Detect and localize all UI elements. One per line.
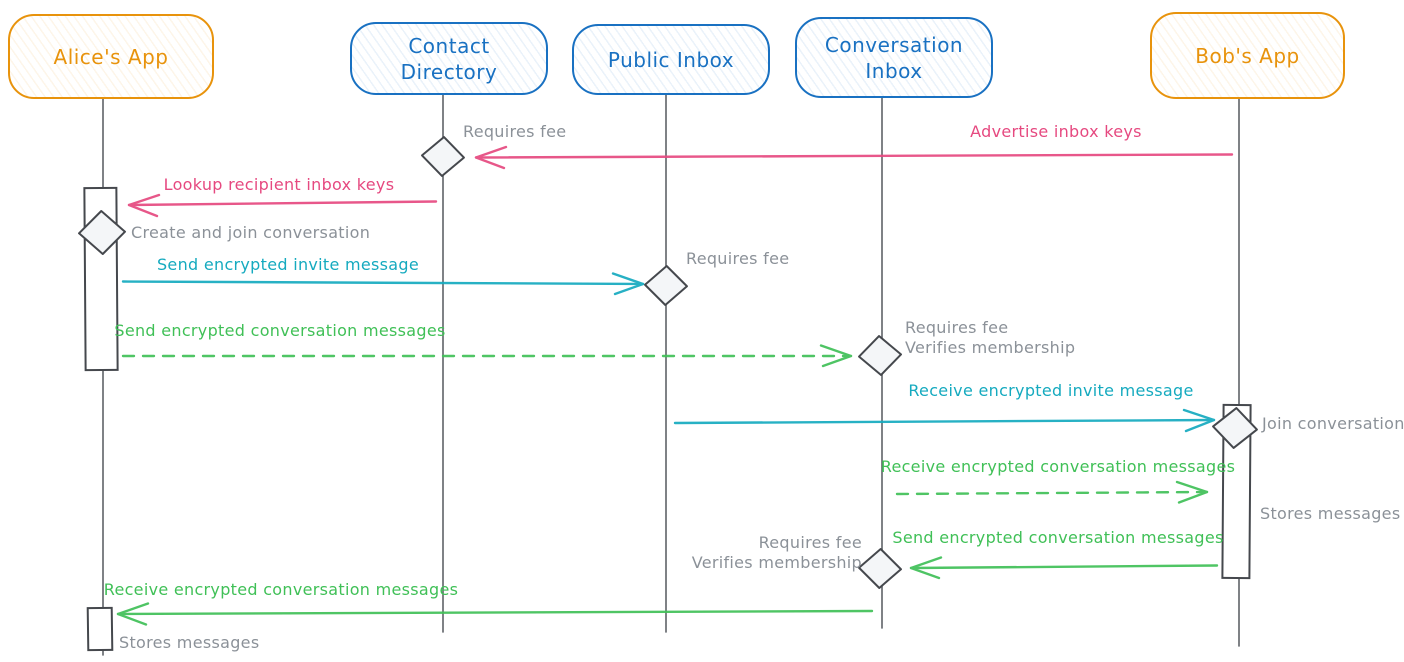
note-verifies-membership-conversation-inbox-bottom: Verifies membership bbox=[691, 553, 862, 572]
actor-contact-directory-label: Contact Directory bbox=[400, 33, 498, 84]
message-label-receive-encrypted-invite-message: Receive encrypted invite message bbox=[908, 381, 1194, 400]
note-verifies-membership-conversation-inbox-top: Verifies membership bbox=[905, 338, 1076, 357]
gate-diamond-contact-directory bbox=[421, 136, 465, 177]
gate-diamond-public-inbox bbox=[643, 265, 688, 306]
actor-alice-app-label: Alice's App bbox=[53, 44, 169, 69]
arrow-receive-encrypted-conversation-messages-bob bbox=[895, 480, 1209, 504]
message-label-receive-encrypted-conversation-messages-2: Receive encrypted conversation messages bbox=[103, 580, 459, 599]
actor-public-inbox-label: Public Inbox bbox=[607, 47, 735, 72]
arrow-advertise-inbox-keys bbox=[474, 145, 1234, 170]
message-label-lookup-recipient-inbox-keys: Lookup recipient inbox keys bbox=[163, 175, 395, 194]
actor-conversation-inbox-label: Conversation Inbox bbox=[824, 32, 964, 83]
actor-public-inbox[interactable]: Public Inbox bbox=[572, 24, 770, 95]
note-requires-fee-contact-directory: Requires fee bbox=[463, 122, 567, 141]
gate-diamond-conversation-inbox-top bbox=[858, 335, 902, 376]
arrow-lookup-recipient-inbox-keys bbox=[127, 193, 438, 218]
arrow-receive-encrypted-conversation-messages-alice bbox=[116, 602, 874, 626]
message-label-advertise-inbox-keys: Advertise inbox keys bbox=[970, 122, 1142, 141]
actor-alice-app[interactable]: Alice's App bbox=[8, 14, 214, 99]
note-requires-fee-public-inbox: Requires fee bbox=[686, 249, 790, 268]
note-join-conversation: Join conversation bbox=[1262, 414, 1404, 433]
note-requires-fee-conversation-inbox-top: Requires fee bbox=[905, 318, 1009, 337]
note-stores-messages-bob: Stores messages bbox=[1260, 504, 1401, 523]
note-stores-messages-alice: Stores messages bbox=[119, 633, 260, 652]
message-label-send-encrypted-conversation-messages-2: Send encrypted conversation messages bbox=[892, 528, 1224, 547]
arrow-send-encrypted-conversation-messages-bob bbox=[909, 556, 1219, 580]
actor-bobs-app[interactable]: Bob's App bbox=[1150, 12, 1345, 99]
arrow-receive-encrypted-invite-message bbox=[673, 408, 1216, 433]
actor-conversation-inbox[interactable]: Conversation Inbox bbox=[795, 17, 993, 98]
gate-diamond-alice-create bbox=[78, 210, 127, 255]
note-create-and-join-conversation: Create and join conversation bbox=[131, 223, 371, 242]
gate-diamond-bob-join bbox=[1212, 407, 1258, 449]
arrow-send-encrypted-conversation-messages bbox=[121, 344, 853, 368]
gate-diamond-conversation-inbox-bottom bbox=[857, 548, 902, 589]
note-requires-fee-conversation-inbox-bottom: Requires fee bbox=[758, 533, 862, 552]
activation-bar-bob bbox=[1221, 403, 1252, 580]
activation-bar-alice-store bbox=[86, 606, 114, 652]
message-label-receive-encrypted-conversation-messages: Receive encrypted conversation messages bbox=[880, 457, 1236, 476]
actor-bobs-app-label: Bob's App bbox=[1195, 43, 1300, 68]
message-label-send-encrypted-invite-message: Send encrypted invite message bbox=[156, 255, 420, 274]
arrow-send-encrypted-invite-message bbox=[121, 272, 645, 296]
actor-contact-directory[interactable]: Contact Directory bbox=[350, 22, 548, 95]
message-label-send-encrypted-conversation-messages: Send encrypted conversation messages bbox=[114, 321, 446, 340]
